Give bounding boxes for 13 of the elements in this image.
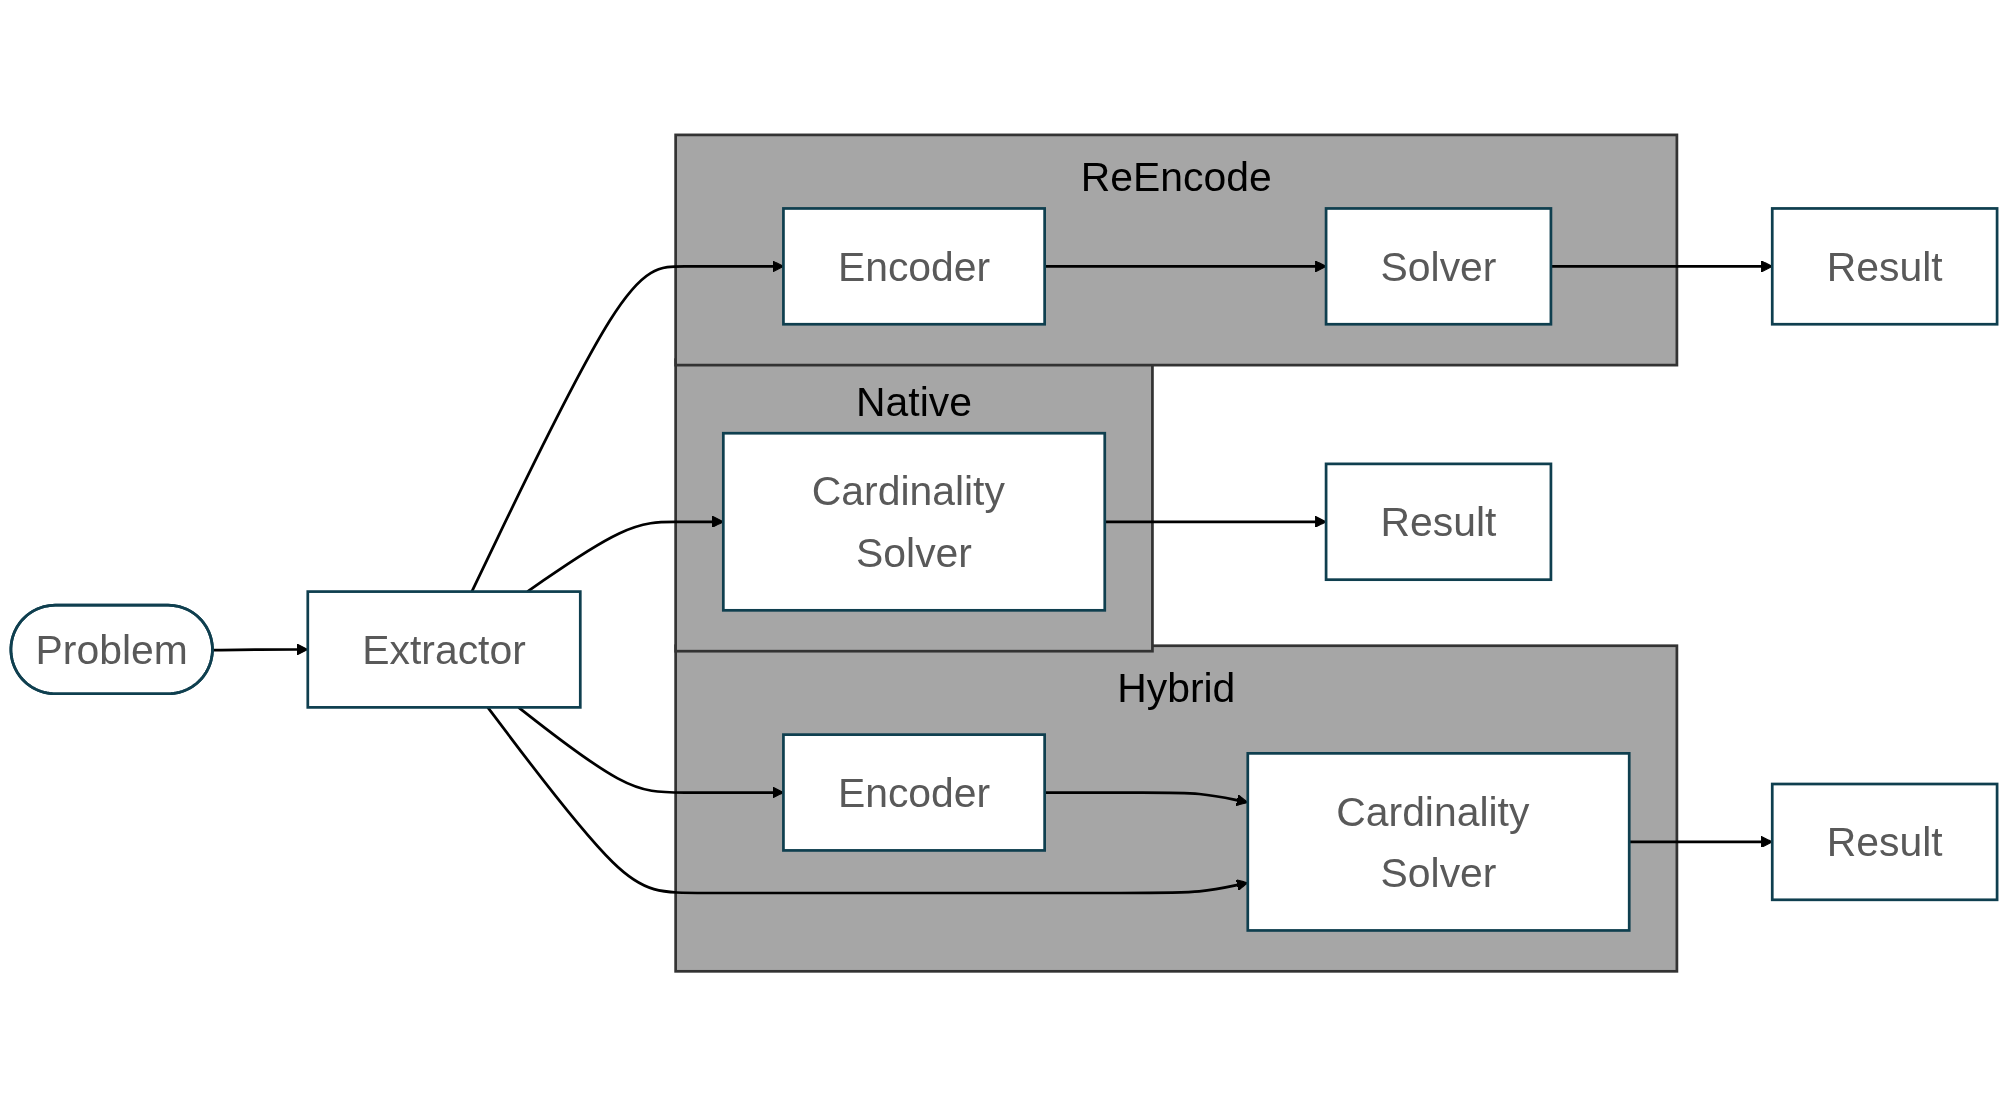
node-box: Result <box>1324 462 1553 581</box>
node-box: Cardinality Solver <box>1246 751 1631 932</box>
node-box: Encoder <box>782 207 1046 326</box>
arrow <box>1550 260 1773 273</box>
node-box: Extractor <box>306 590 582 709</box>
arrow <box>1044 260 1327 273</box>
node-box: Encoder <box>782 733 1046 852</box>
node-box: Cardinality Solver <box>721 431 1107 612</box>
node-box: Solver <box>1324 207 1553 326</box>
node-box: Result <box>1770 207 1999 326</box>
arrow <box>1104 515 1327 528</box>
node-box: Result <box>1770 782 1999 902</box>
arrow <box>1629 835 1773 848</box>
